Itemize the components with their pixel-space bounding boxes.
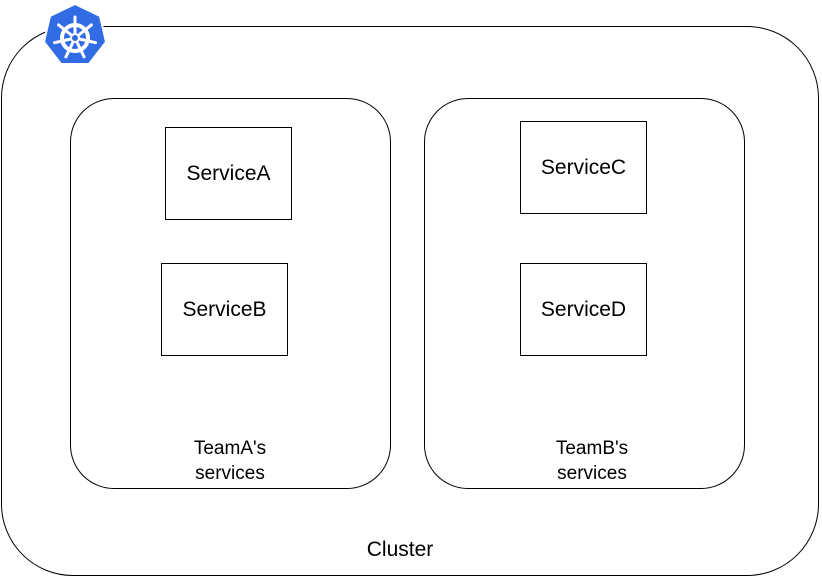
team-a-label: TeamA's services bbox=[193, 438, 267, 484]
service-c-box: ServiceC bbox=[520, 121, 647, 214]
service-a-box: ServiceA bbox=[165, 127, 292, 220]
service-d-box: ServiceD bbox=[520, 263, 647, 356]
service-b-box: ServiceB bbox=[161, 263, 288, 356]
team-b-label: TeamB's services bbox=[555, 438, 629, 484]
cluster-label: Cluster bbox=[366, 538, 434, 561]
kubernetes-icon bbox=[42, 2, 108, 65]
